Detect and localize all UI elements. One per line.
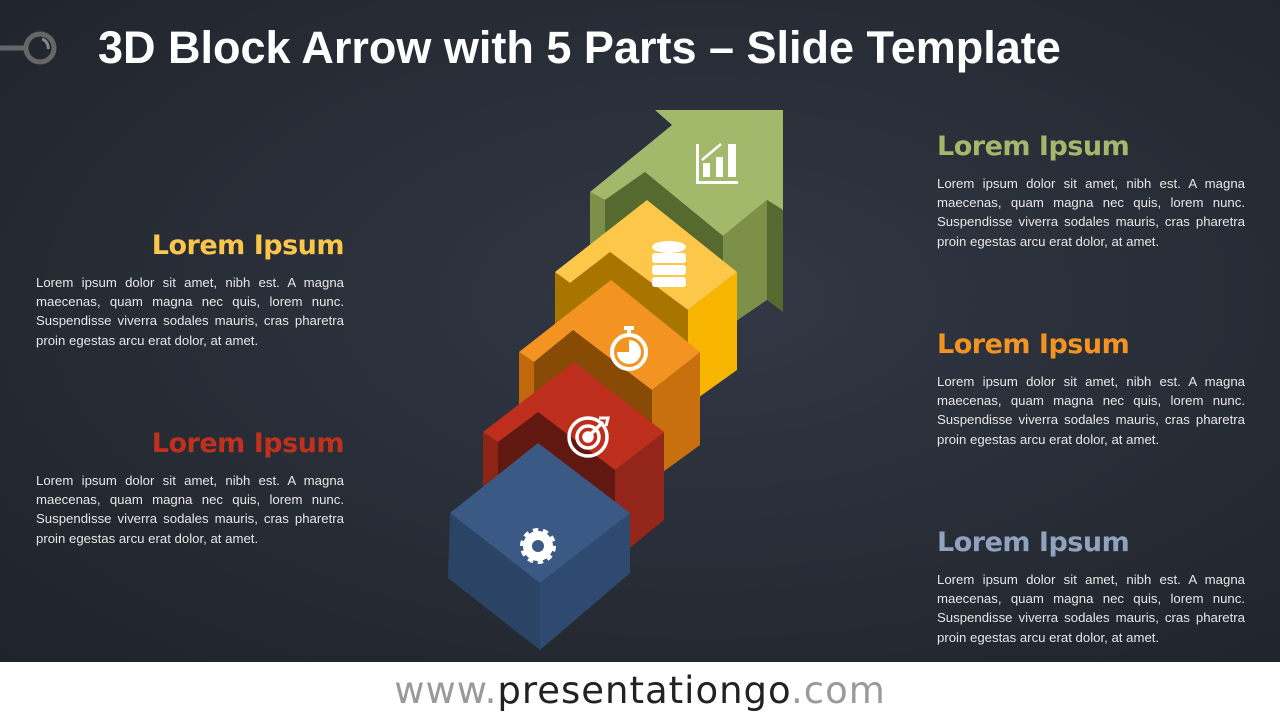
text-block-3: Lorem Ipsum Lorem ipsum dolor sit amet, … — [937, 329, 1245, 449]
database-icon — [652, 241, 686, 287]
body-text: Lorem ipsum dolor sit amet, nibh est. A … — [937, 176, 1245, 249]
text-block-1: Lorem Ipsum Lorem ipsum dolor sit amet, … — [937, 131, 1245, 251]
footer-brand: presentationgo — [497, 669, 792, 712]
slide: 3D Block Arrow with 5 Parts – Slide Temp… — [0, 0, 1280, 662]
body-text: Lorem ipsum dolor sit amet, nibh est. A … — [36, 473, 344, 546]
footer-prefix: www. — [394, 669, 498, 712]
gear-icon — [520, 528, 556, 564]
block-arrow-diagram — [448, 110, 783, 650]
footer-website[interactable]: www.presentationgo.com — [0, 662, 1280, 720]
body-text: Lorem ipsum dolor sit amet, nibh est. A … — [937, 374, 1245, 447]
target-icon — [567, 416, 610, 458]
body-text: Lorem ipsum dolor sit amet, nibh est. A … — [36, 275, 344, 348]
heading: Lorem Ipsum — [937, 527, 1130, 558]
stopwatch-icon — [610, 326, 648, 371]
arrow-part-5 — [448, 443, 630, 650]
heading: Lorem Ipsum — [151, 230, 345, 261]
heading: Lorem Ipsum — [937, 329, 1130, 360]
heading: Lorem Ipsum — [937, 131, 1130, 162]
body-text: Lorem ipsum dolor sit amet, nibh est. A … — [937, 572, 1245, 645]
text-block-5: Lorem Ipsum Lorem ipsum dolor sit amet, … — [937, 527, 1245, 647]
bar-chart-icon — [696, 143, 738, 184]
text-block-2: Lorem Ipsum Lorem ipsum dolor sit amet, … — [36, 230, 345, 350]
heading: Lorem Ipsum — [151, 428, 345, 459]
page-title: 3D Block Arrow with 5 Parts – Slide Temp… — [98, 22, 1061, 73]
text-block-4: Lorem Ipsum Lorem ipsum dolor sit amet, … — [36, 428, 345, 548]
logo-icon — [0, 31, 57, 65]
footer-suffix: .com — [791, 669, 886, 712]
